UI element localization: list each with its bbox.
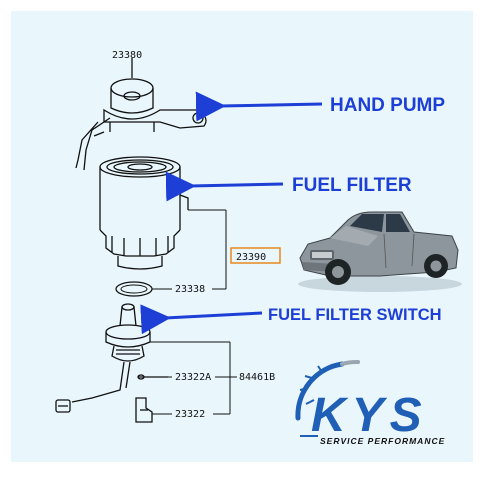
part-number-23390: 23390 [236,252,266,263]
part-number-23322a: 23322A [175,372,211,383]
leader-lines [150,209,237,415]
part-number-23380: 23380 [112,50,142,61]
part-number-23322: 23322 [175,409,205,420]
fuel-filter-switch-arrow [140,304,263,335]
pickup-truck-image [298,211,462,292]
kys-logo: KYS SERVICE PERFORMANCE [295,359,445,446]
kys-logo-text: KYS [311,389,428,442]
hand-pump-arrow [195,91,323,122]
hand-pump-drawing [75,58,207,171]
fuel-filter-drawing [99,156,189,270]
fuel-filter-arrow [165,171,284,202]
hand-pump-callout: HAND PUMP [330,95,445,116]
brand-tagline: SERVICE PERFORMANCE [320,436,445,446]
fuel-filter-switch-callout: FUEL FILTER SWITCH [268,306,442,324]
part-number-84461b: 84461B [239,372,275,383]
part-number-highlight-box [230,247,281,264]
part-number-23338: 23338 [175,284,205,295]
fuel-filter-switch-drawing [55,303,168,423]
fuel-filter-callout: FUEL FILTER [292,175,412,196]
